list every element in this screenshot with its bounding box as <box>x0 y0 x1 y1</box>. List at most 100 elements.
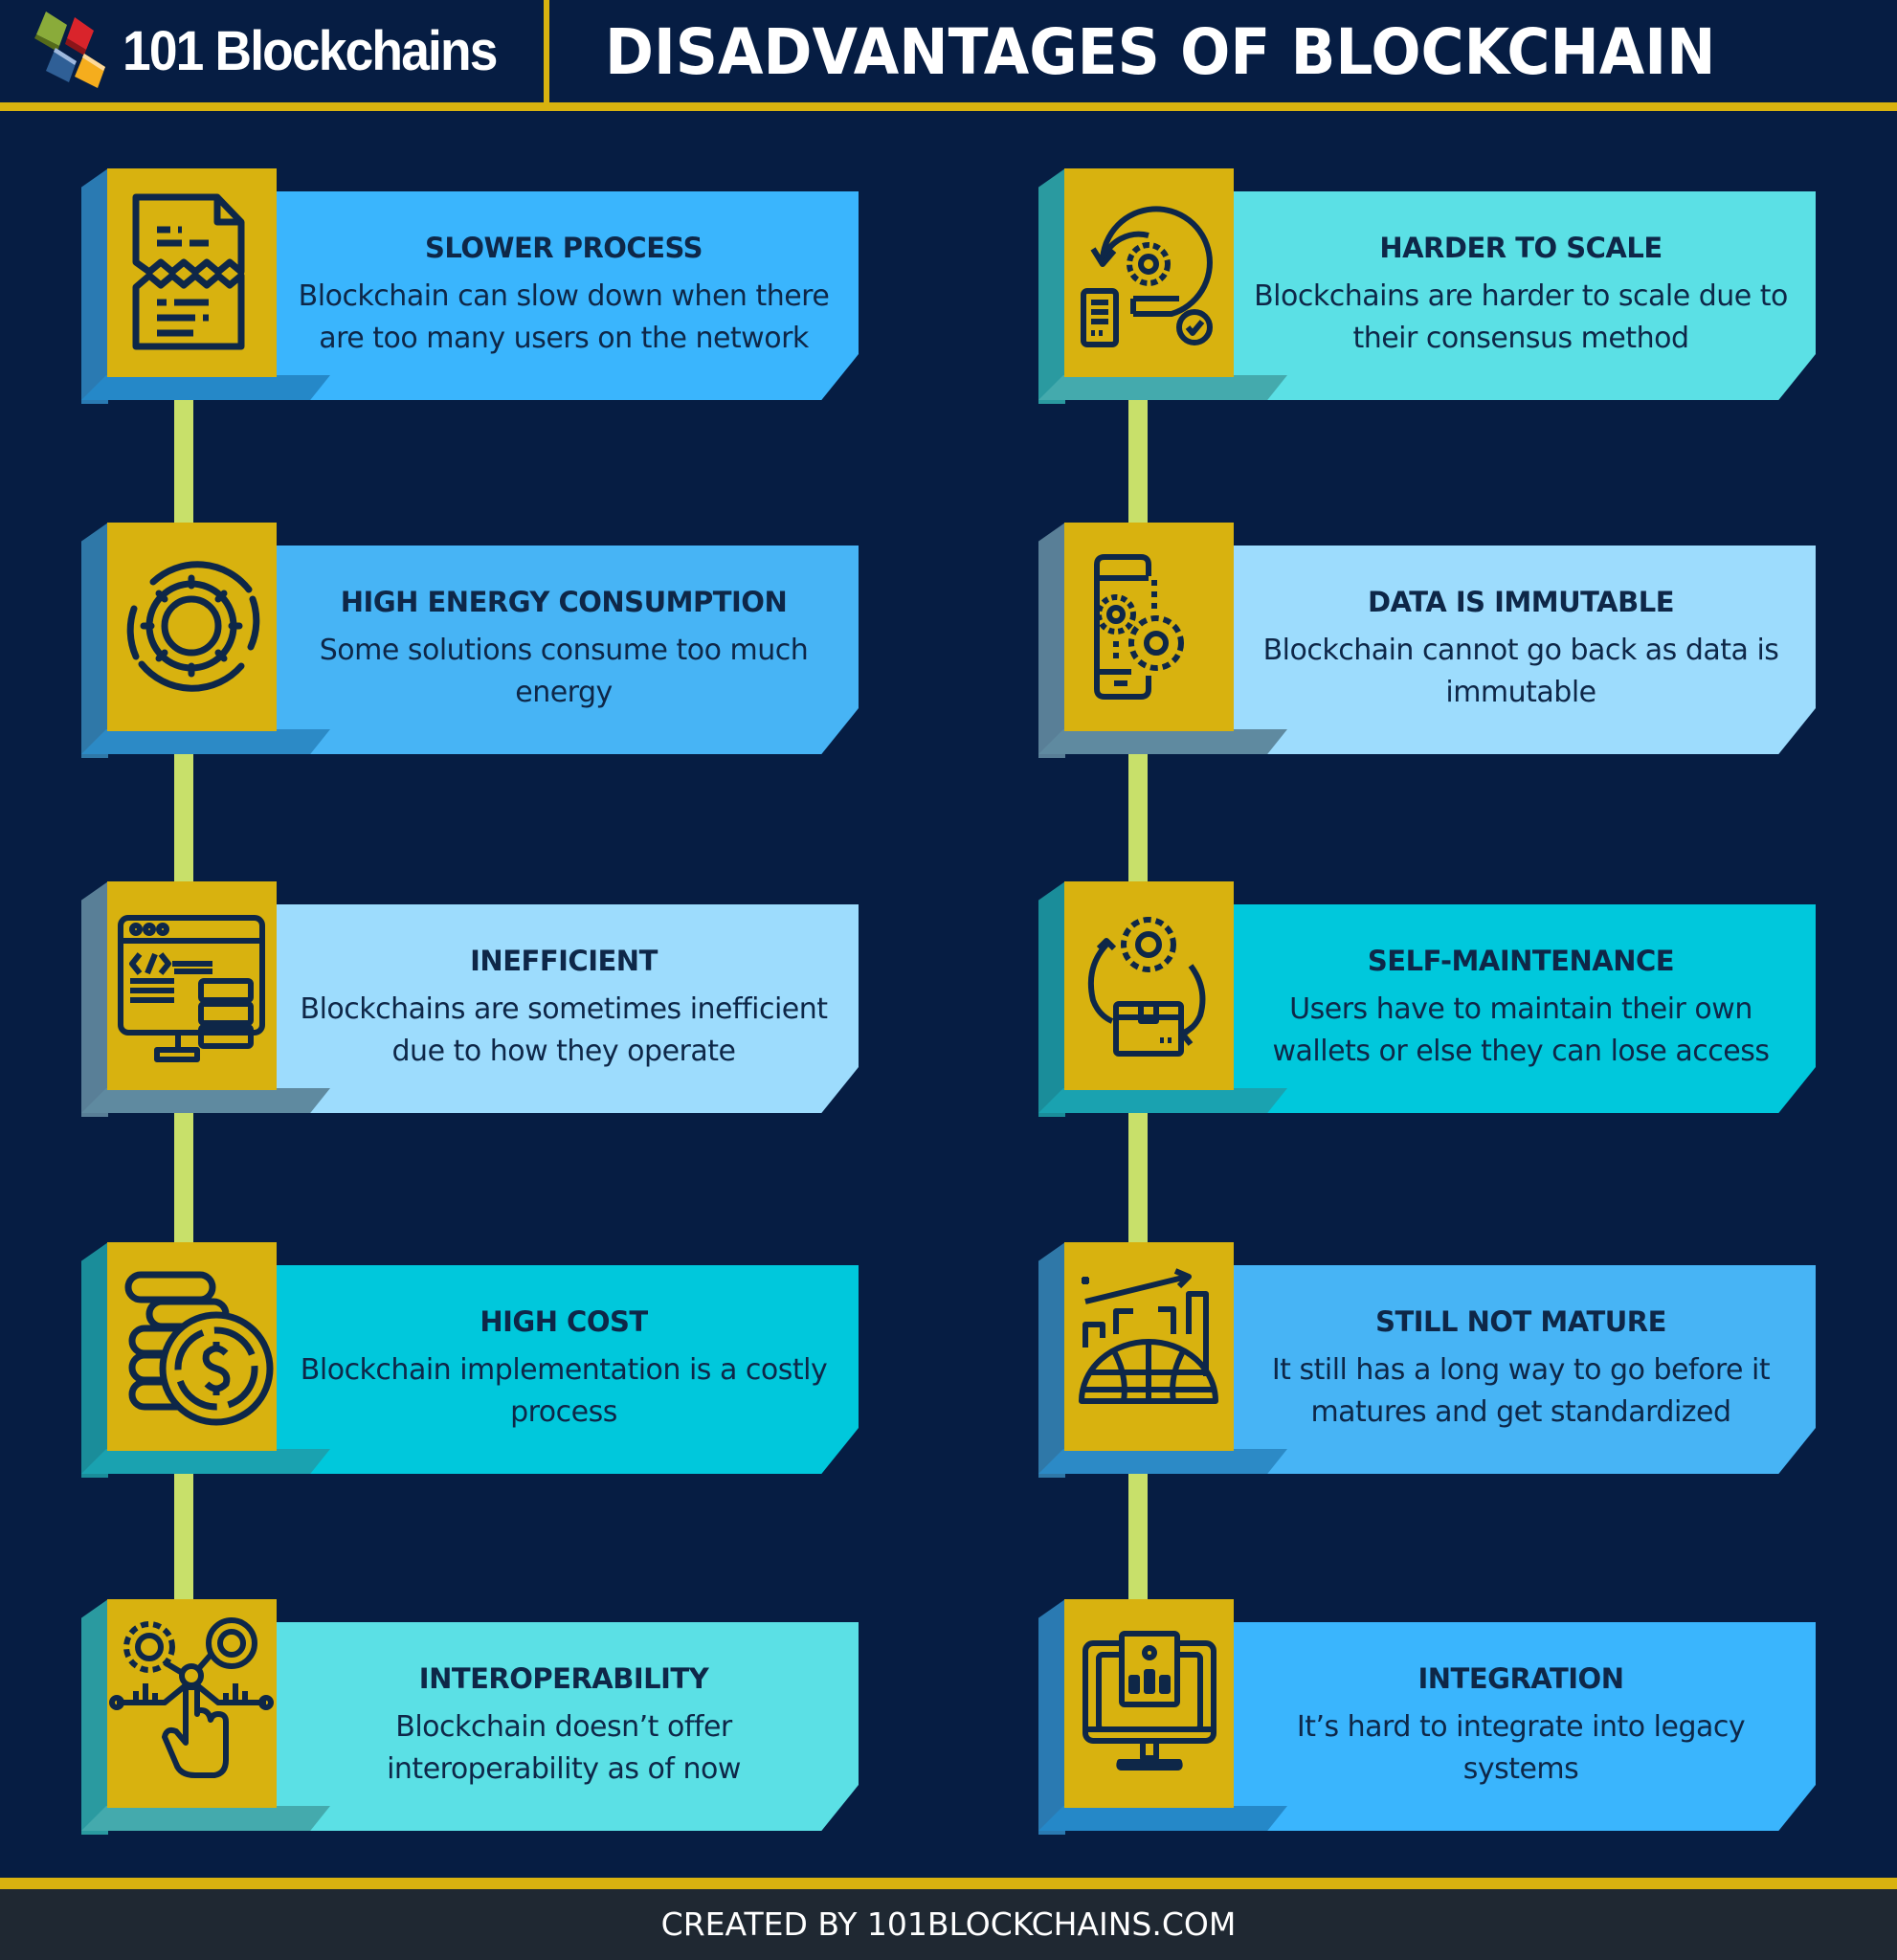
header-divider <box>544 0 549 103</box>
card-panel-shadow <box>81 1088 330 1113</box>
card-panel-shadow <box>1038 375 1287 400</box>
card-panel-shadow <box>1038 729 1287 754</box>
connector-line <box>174 1457 193 1621</box>
card-title: HIGH COST <box>480 1305 648 1338</box>
connector-line <box>174 737 193 904</box>
card-description: Some solutions consume too much energy <box>319 634 809 709</box>
card-text: INTEROPERABILITY Blockchain doesn’t offe… <box>277 1622 851 1831</box>
logo-cubes-icon <box>34 11 105 88</box>
card-bevel <box>1038 1599 1065 1835</box>
icon-tile <box>1064 168 1234 377</box>
card-text: DATA IS IMMUTABLE Blockchain cannot go b… <box>1234 546 1808 754</box>
card-panel <box>220 1265 859 1474</box>
card-description: It still has a long way to go before it … <box>1271 1353 1771 1429</box>
footer-bar <box>0 1889 1897 1960</box>
icon-tile <box>107 1242 277 1451</box>
card-text: INEFFICIENT Blockchains are sometimes in… <box>277 904 851 1113</box>
card-panel-shadow <box>81 375 330 400</box>
icon-tile <box>107 881 277 1090</box>
card-bevel <box>81 523 108 758</box>
gear-box-cycle-icon <box>1087 917 1206 1057</box>
card-panel-shadow <box>1038 1806 1287 1831</box>
card-slower-process: SLOWER PROCESS Blockchain can slow down … <box>81 168 859 404</box>
connector-line <box>1128 383 1148 546</box>
connector-line <box>1128 737 1148 904</box>
card-text: STILL NOT MATURE It still has a long way… <box>1234 1265 1808 1474</box>
card-panel <box>220 546 859 754</box>
header-underline <box>0 102 1897 111</box>
card-panel <box>220 191 859 400</box>
card-text: HIGH ENERGY CONSUMPTION Some solutions c… <box>277 546 851 754</box>
code-monitor-icon <box>118 915 265 1062</box>
card-description: Blockchain cannot go back as data is imm… <box>1262 634 1779 709</box>
connector-line <box>174 1096 193 1265</box>
card-high-energy: HIGH ENERGY CONSUMPTION Some solutions c… <box>81 523 859 758</box>
card-title: INTEGRATION <box>1417 1662 1624 1695</box>
card-high-cost: HIGH COST Blockchain implementation is a… <box>81 1242 859 1478</box>
icon-tile <box>1064 881 1234 1090</box>
header-bar <box>0 0 1897 103</box>
page-title: DISADVANTAGES OF BLOCKCHAIN <box>605 15 1716 89</box>
card-panel <box>1177 546 1816 754</box>
card-panel <box>1177 904 1816 1113</box>
card-still-not-mature: STILL NOT MATURE It still has a long way… <box>1038 1242 1816 1478</box>
card-panel <box>220 1622 859 1831</box>
connector-line <box>174 383 193 546</box>
card-description: Blockchain doesn’t offer interoperabilit… <box>387 1710 741 1786</box>
card-interoperability: INTEROPERABILITY Blockchain doesn’t offe… <box>81 1599 859 1835</box>
card-self-maintenance: SELF-MAINTENANCE Users have to maintain … <box>1038 881 1816 1117</box>
card-title: SLOWER PROCESS <box>424 232 703 264</box>
card-bevel <box>81 168 108 404</box>
icon-tile <box>107 523 277 731</box>
globe-growth-chart-icon <box>1079 1268 1218 1404</box>
scale-gear-process-icon <box>1081 206 1213 347</box>
card-text: SLOWER PROCESS Blockchain can slow down … <box>277 191 851 400</box>
card-panel-shadow <box>1038 1088 1287 1113</box>
card-bevel <box>81 1599 108 1835</box>
card-panel-shadow <box>81 729 330 754</box>
card-bevel <box>1038 523 1065 758</box>
hand-gears-network-icon <box>109 1617 274 1778</box>
card-description: Blockchains are harder to scale due to t… <box>1254 279 1788 355</box>
card-title: STILL NOT MATURE <box>1375 1305 1666 1338</box>
card-description: Blockchain can slow down when there are … <box>298 279 830 355</box>
icon-tile <box>1064 523 1234 731</box>
brand-name: 101 Blockchains <box>123 20 498 82</box>
connector-line <box>1128 1457 1148 1621</box>
card-text: HIGH COST Blockchain implementation is a… <box>277 1265 851 1474</box>
card-bevel <box>1038 1242 1065 1478</box>
card-description: Blockchain implementation is a costly pr… <box>300 1353 828 1429</box>
icon-tile <box>107 168 277 377</box>
card-description: It’s hard to integrate into legacy syste… <box>1296 1710 1746 1786</box>
card-title: DATA IS IMMUTABLE <box>1367 586 1675 618</box>
card-title: INTEROPERABILITY <box>418 1662 709 1695</box>
card-data-immutable: DATA IS IMMUTABLE Blockchain cannot go b… <box>1038 523 1816 758</box>
card-text: INTEGRATION It’s hard to integrate into … <box>1234 1622 1808 1831</box>
icon-tile <box>1064 1242 1234 1451</box>
card-bevel <box>81 881 108 1117</box>
card-description: Blockchains are sometimes inefficient du… <box>300 992 828 1068</box>
card-title: INEFFICIENT <box>470 945 658 977</box>
coins-dollar-icon <box>124 1271 274 1426</box>
icon-tile <box>1064 1599 1234 1808</box>
card-description: Users have to maintain their own wallets… <box>1272 992 1770 1068</box>
card-bevel <box>81 1242 108 1478</box>
card-text: SELF-MAINTENANCE Users have to maintain … <box>1234 904 1808 1113</box>
card-panel <box>220 904 859 1113</box>
card-panel <box>1177 191 1816 400</box>
connector-line <box>1128 1096 1148 1265</box>
gear-cycle-icon <box>126 561 260 692</box>
card-panel-shadow <box>81 1449 330 1474</box>
card-title: SELF-MAINTENANCE <box>1367 945 1675 977</box>
torn-document-icon <box>132 193 245 350</box>
footer-credit: CREATED BY 101BLOCKCHAINS.COM <box>660 1905 1237 1943</box>
card-integration: INTEGRATION It’s hard to integrate into … <box>1038 1599 1816 1835</box>
card-harder-to-scale: HARDER TO SCALE Blockchains are harder t… <box>1038 168 1816 404</box>
icon-tile <box>107 1599 277 1808</box>
card-panel <box>1177 1265 1816 1474</box>
card-panel-shadow <box>1038 1449 1287 1474</box>
phone-gears-icon <box>1094 554 1184 700</box>
monitor-dashboard-icon <box>1082 1631 1216 1771</box>
footer-gold-line <box>0 1878 1897 1889</box>
card-inefficient: INEFFICIENT Blockchains are sometimes in… <box>81 881 859 1117</box>
